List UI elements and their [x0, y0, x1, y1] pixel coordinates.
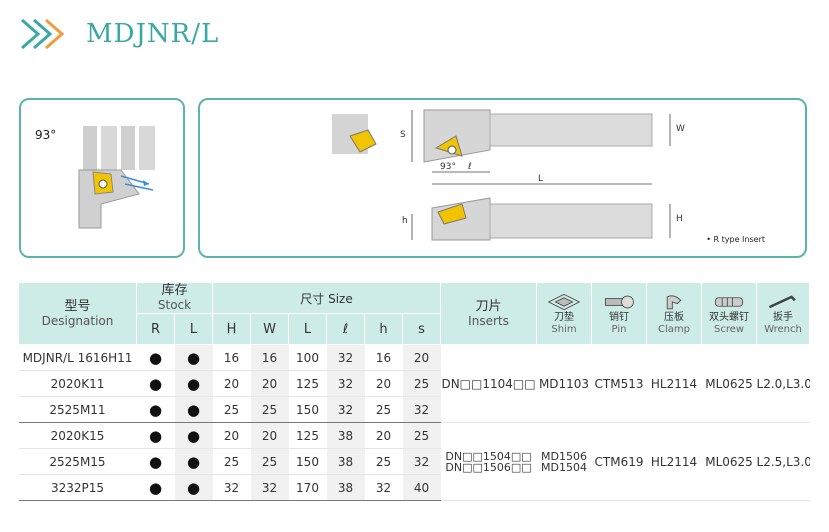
wrench-header: 扳手 Wrench [756, 282, 811, 345]
pin-icon [604, 295, 634, 308]
table-row: 2020K11 ● ● 20 20 125 32 20 25 [18, 370, 810, 397]
pin-header: 销钉 Pin [591, 282, 648, 345]
dim-label-angle: 93° [440, 162, 456, 172]
clamp-icon [666, 294, 682, 309]
size-col-ell: ℓ [326, 313, 365, 345]
angle-label: 93° [35, 128, 57, 142]
size-header: 尺寸 Size [211, 282, 442, 314]
angle-diagram-panel: 93° [19, 98, 185, 258]
dim-label-ell: ℓ [468, 162, 472, 172]
dim-label-l: L [538, 174, 544, 184]
size-col-s: s [401, 313, 442, 345]
shim-icon [547, 293, 581, 310]
screw-cell: ML0625 [701, 344, 757, 423]
title-row: MDJNR/L [18, 14, 219, 54]
screw-cell: ML0625 [701, 422, 757, 501]
stock-col-r: R [136, 313, 175, 345]
designation-header: 型号 Designation [18, 282, 137, 345]
dim-label-w: W [676, 124, 685, 134]
pin-cell: CTM513 [591, 344, 647, 423]
table-row: 2020K15 ● ● 20 20 125 38 20 25 DN□□1504□… [18, 422, 810, 501]
dim-label-h-small: h [402, 216, 408, 226]
inserts-header: 刀片 Inserts [440, 282, 538, 345]
size-col-h-small: h [364, 313, 403, 345]
page-title: MDJNR/L [86, 19, 220, 49]
table-row: MDJNR/L 1616H11 ● ● 16 16 100 32 16 20 D… [18, 344, 810, 423]
insert-type-note: • R type Insert [706, 235, 765, 244]
header-row-1: 型号 Designation 库存 Stock 尺寸 Size 刀片 Inser… [18, 282, 811, 345]
clamp-cell: HL2114 [646, 344, 702, 423]
insert-cell: DN□□1504□□ DN□□1506□□ [440, 422, 537, 501]
shim-cell: MD1103 [536, 344, 592, 423]
clamp-cell: HL2114 [646, 422, 702, 501]
pin-cell: CTM619 [591, 422, 647, 501]
stock-col-l: L [174, 313, 213, 345]
size-col-w: W [250, 313, 289, 345]
size-col-h: H [212, 313, 251, 345]
holder-top-view-illustration [78, 126, 155, 229]
shim-cell: MD1506 MD1504 [536, 422, 592, 501]
screw-icon [714, 296, 744, 307]
wrench-cell: L2.0,L3.0 [756, 344, 810, 423]
stock-header: 库存 Stock [136, 282, 213, 314]
table-row: 2525M11 ● ● 25 25 150 32 25 32 [18, 396, 810, 423]
table-row: 3232P15 ● ● 32 32 170 38 32 40 [18, 474, 810, 501]
table-row: 2525M15 ● ● 25 25 150 38 25 32 [18, 448, 810, 475]
chevron-double-right-icon [21, 18, 65, 50]
screw-header: 双头螺钉 Screw [701, 282, 758, 345]
holder-dimension-drawing [332, 109, 671, 241]
dim-label-s: S [400, 130, 406, 140]
dimension-diagram-panel: S W 93° ℓ L h H • R type Insert [198, 98, 807, 258]
clamp-header: 压板 Clamp [646, 282, 703, 345]
spec-table: 型号 Designation 库存 Stock 尺寸 Size 刀片 Inser… [18, 282, 811, 501]
wrench-cell: L2.5,L3.0 [756, 422, 810, 501]
wrench-icon [768, 294, 796, 308]
insert-cell: DN□□1104□□ [440, 344, 537, 423]
size-col-l: L [288, 313, 327, 345]
dim-label-h-large: H [676, 214, 683, 224]
shim-header: 刀垫 Shim [536, 282, 593, 345]
